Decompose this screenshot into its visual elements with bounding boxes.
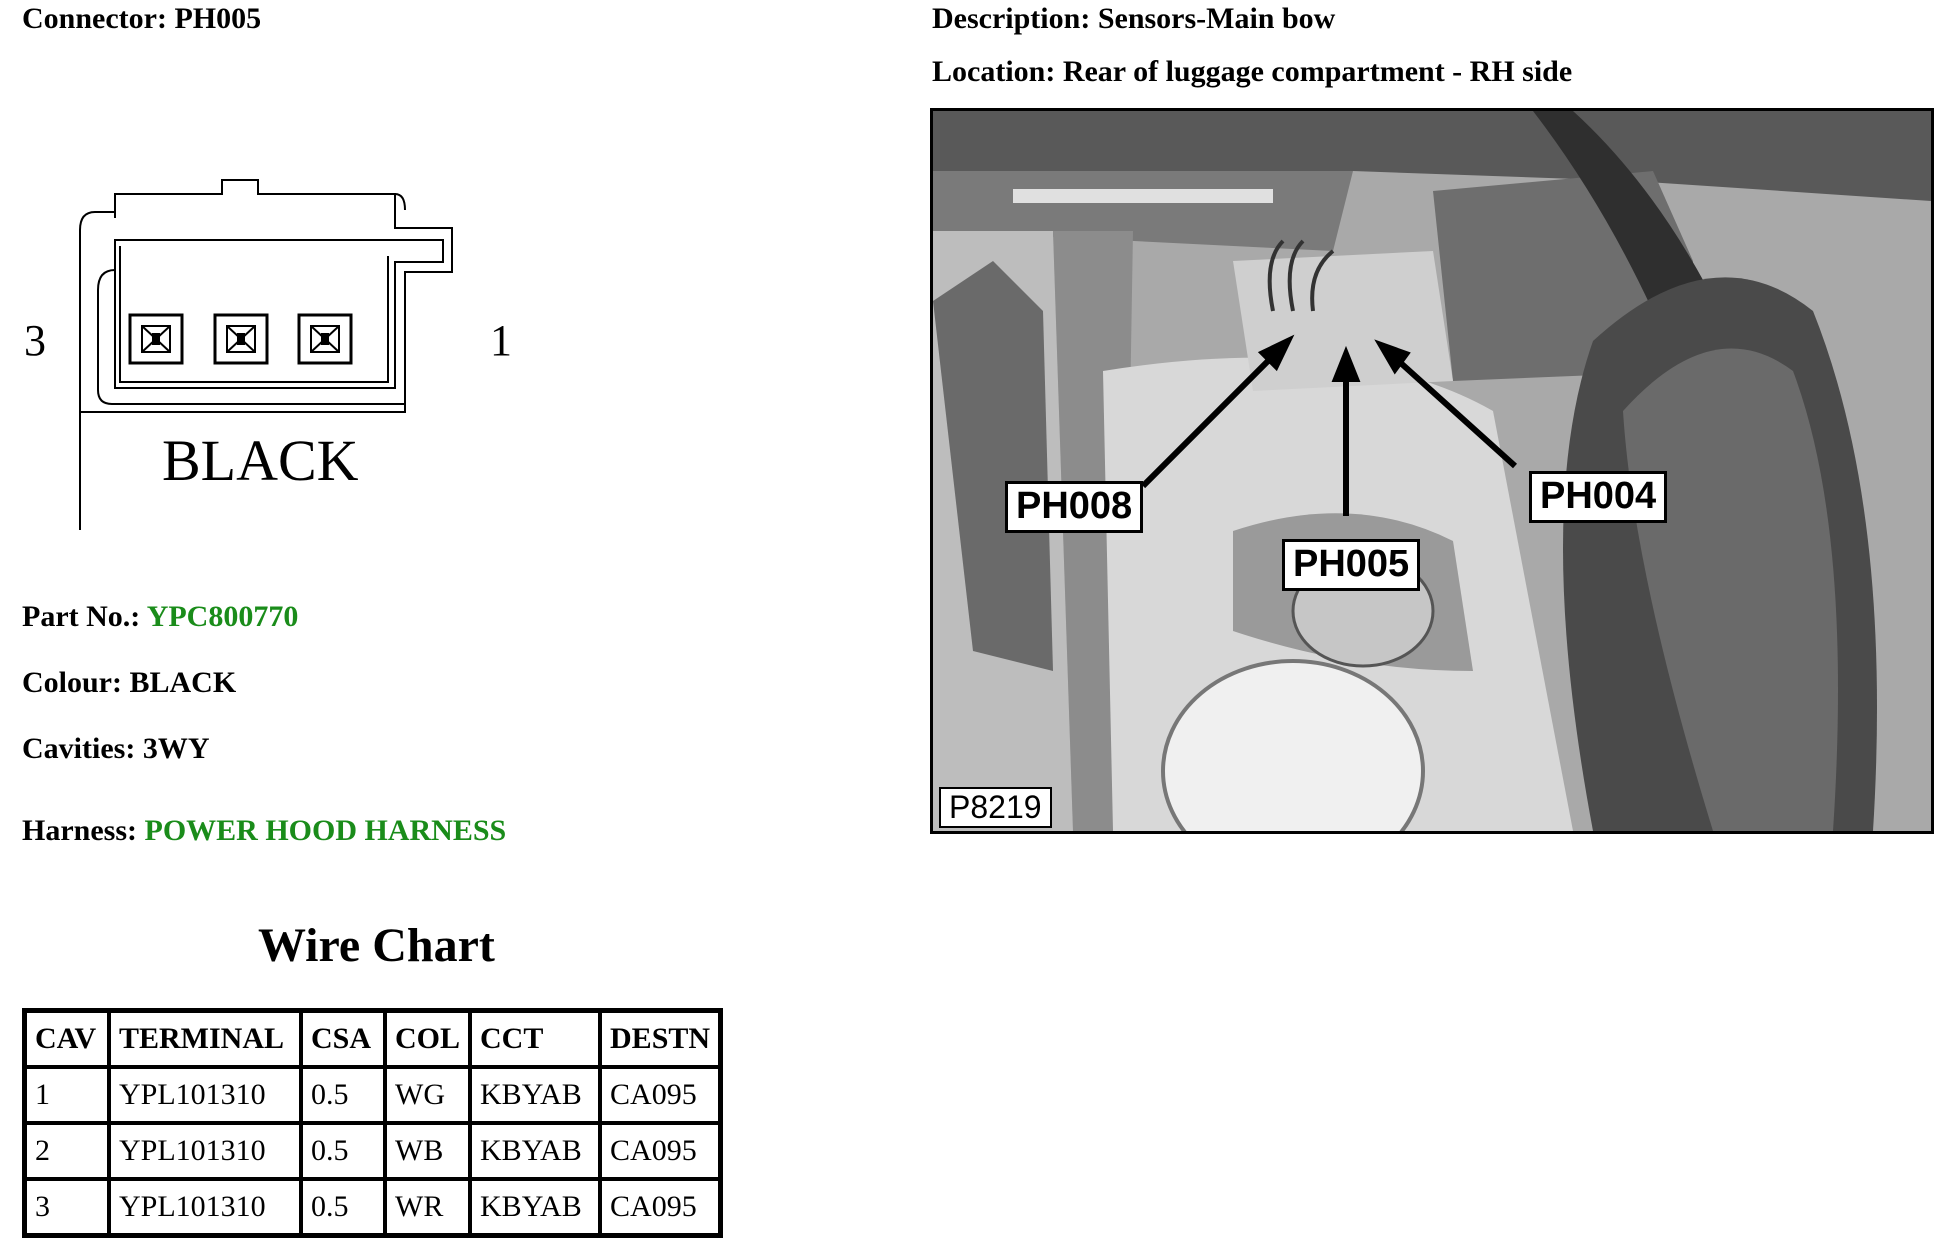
cell-col: WG [385,1067,471,1123]
table-row: 1 YPL101310 0.5 WG KBYAB CA095 [25,1067,721,1123]
colour-field: Colour: BLACK [22,668,236,698]
part-no-label: Part No.: [22,600,141,633]
description-field: Description: Sensors-Main bow [932,4,1335,34]
cavities-label: Cavities: [22,732,136,765]
diagram-colour-label: BLACK [162,428,359,493]
description-label: Description: [932,2,1091,35]
colour-value: BLACK [129,666,237,699]
callout-ph008: PH008 [1005,481,1144,533]
harness-link[interactable]: POWER HOOD HARNESS [144,814,507,847]
pin-1-label: 1 [490,316,512,365]
cell-csa: 0.5 [301,1179,385,1235]
table-header-row: CAV TERMINAL CSA COL CCT DESTN [25,1011,721,1067]
part-no-link[interactable]: YPC800770 [146,600,299,633]
harness-label: Harness: [22,814,137,847]
cell-col: WB [385,1123,471,1179]
connector-label: Connector: [22,2,167,35]
cell-destn: CA095 [600,1179,721,1235]
header-terminal: TERMINAL [109,1011,301,1067]
cell-cct: KBYAB [470,1123,601,1179]
wire-chart-table: CAV TERMINAL CSA COL CCT DESTN 1 YPL1013… [22,1008,724,1238]
cell-cav: 2 [25,1123,109,1179]
cell-cav: 3 [25,1179,109,1235]
header-destn: DESTN [600,1011,721,1067]
callout-ph004: PH004 [1529,471,1668,523]
location-field: Location: Rear of luggage compartment - … [932,57,1572,87]
part-no-field: Part No.: YPC800770 [22,602,298,632]
cell-csa: 0.5 [301,1123,385,1179]
cell-col: WR [385,1179,471,1235]
cell-terminal: YPL101310 [109,1123,301,1179]
cell-terminal: YPL101310 [109,1067,301,1123]
colour-label: Colour: [22,666,122,699]
luggage-compartment-illustration [933,111,1931,831]
connector-field: Connector: PH005 [22,4,261,34]
header-cav: CAV [25,1011,109,1067]
header-csa: CSA [301,1011,385,1067]
pin-3-label: 3 [24,316,46,365]
harness-field: Harness: POWER HOOD HARNESS [22,816,506,846]
connector-value: PH005 [174,2,262,35]
header-cct: CCT [470,1011,601,1067]
photo-reference-label: P8219 [939,787,1052,828]
location-label: Location: [932,55,1056,88]
callout-ph005: PH005 [1282,539,1421,591]
cell-terminal: YPL101310 [109,1179,301,1235]
cell-cct: KBYAB [470,1067,601,1123]
cavities-value: 3WY [142,732,210,765]
location-photo: PH008 PH005 PH004 P8219 [930,108,1934,834]
description-value: Sensors-Main bow [1097,2,1336,35]
cell-csa: 0.5 [301,1067,385,1123]
table-row: 3 YPL101310 0.5 WR KBYAB CA095 [25,1179,721,1235]
header-col: COL [385,1011,471,1067]
table-row: 2 YPL101310 0.5 WB KBYAB CA095 [25,1123,721,1179]
wire-chart-title: Wire Chart [258,919,495,972]
connector-face-diagram: 3 1 BLACK [24,179,512,530]
cell-cav: 1 [25,1067,109,1123]
cell-destn: CA095 [600,1123,721,1179]
cell-cct: KBYAB [470,1179,601,1235]
location-value: Rear of luggage compartment - RH side [1062,55,1573,88]
cavities-field: Cavities: 3WY [22,734,209,764]
cell-destn: CA095 [600,1067,721,1123]
